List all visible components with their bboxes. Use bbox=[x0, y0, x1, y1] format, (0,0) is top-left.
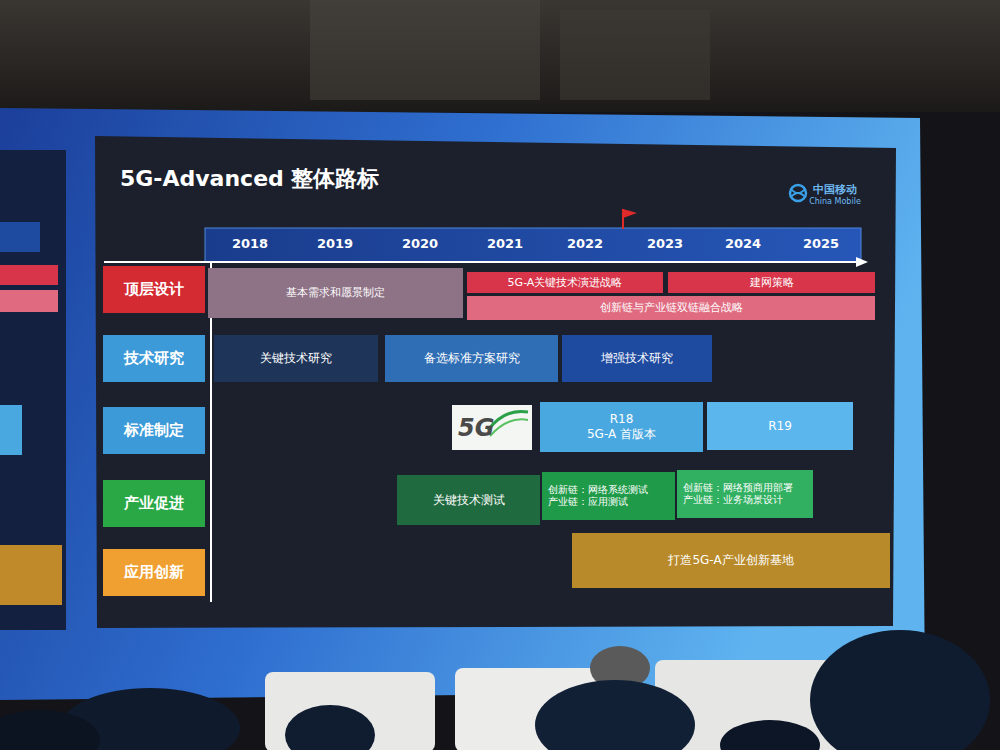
node-text: 产业链：业务场景设计 bbox=[683, 494, 783, 507]
node-text: 5G-A关键技术演进战略 bbox=[508, 276, 623, 290]
ceiling bbox=[0, 0, 1000, 112]
logo-text: China Mobile bbox=[809, 197, 861, 206]
release-bar: R19 bbox=[707, 402, 853, 450]
node-text: 创新链与产业链双链融合战略 bbox=[600, 301, 743, 315]
node-text: 增强技术研究 bbox=[601, 351, 673, 366]
node-text: 建网策略 bbox=[750, 276, 794, 290]
node-text: 顶层设计 bbox=[124, 280, 184, 299]
phase-bar: 关键技术测试 bbox=[397, 475, 540, 525]
slide-title: 5G-Advanced 整体路标 bbox=[120, 164, 380, 194]
timeline-bar bbox=[205, 228, 861, 262]
release-bar: R185G-A 首版本 bbox=[540, 402, 703, 452]
wall-panel bbox=[310, 0, 540, 100]
audience-head bbox=[285, 705, 375, 750]
node-text: 基本需求和愿景制定 bbox=[286, 286, 385, 300]
year-label: 2024 bbox=[725, 236, 761, 251]
phase-bar: 5G-A关键技术演进战略 bbox=[467, 272, 663, 293]
row-header: 顶层设计 bbox=[103, 266, 205, 313]
node-text: 关键技术研究 bbox=[260, 351, 332, 366]
side-bar bbox=[0, 265, 58, 285]
slide-panel bbox=[95, 136, 896, 628]
node-text: 标准制定 bbox=[124, 421, 184, 440]
logo-icon bbox=[791, 189, 805, 197]
node-text: R18 bbox=[610, 412, 634, 427]
side-bar bbox=[0, 545, 62, 605]
phase-bar: 创新链：网络系统测试产业链：应用测试 bbox=[542, 472, 675, 520]
node-text: 技术研究 bbox=[124, 349, 184, 368]
node-text: 应用创新 bbox=[124, 563, 184, 582]
phase-bar: 基本需求和愿景制定 bbox=[208, 268, 463, 318]
phase-bar: 增强技术研究 bbox=[562, 335, 712, 382]
node-text: 产业促进 bbox=[124, 494, 184, 513]
audience-head bbox=[0, 710, 100, 750]
logo-swoosh bbox=[490, 419, 528, 436]
logo-text: 中国移动 bbox=[813, 182, 857, 197]
time-axis bbox=[104, 261, 858, 263]
node-text: 创新链：网络系统测试 bbox=[548, 484, 648, 497]
row-header: 应用创新 bbox=[103, 549, 205, 596]
phase-bar: 打造5G-A产业创新基地 bbox=[572, 533, 890, 588]
row-header: 标准制定 bbox=[103, 407, 205, 454]
logo-box: 5G bbox=[452, 405, 532, 450]
audience-head bbox=[810, 630, 990, 750]
phase-bar: 创新链：网络预商用部署产业链：业务场景设计 bbox=[677, 470, 813, 518]
year-label: 2025 bbox=[803, 236, 839, 251]
phase-bar: 关键技术研究 bbox=[214, 335, 378, 382]
node-text: 5G bbox=[458, 413, 494, 443]
node-text: 打造5G-A产业创新基地 bbox=[668, 553, 793, 568]
node-text: 产业链：应用测试 bbox=[548, 496, 628, 509]
wall-panel bbox=[560, 10, 710, 100]
audience-head bbox=[720, 720, 820, 750]
node-text: 创新链：网络预商用部署 bbox=[683, 482, 793, 495]
year-label: 2018 bbox=[232, 236, 268, 251]
logo-plate bbox=[452, 405, 532, 450]
node-text: 备选标准方案研究 bbox=[424, 351, 520, 366]
row-header: 产业促进 bbox=[103, 480, 205, 527]
side-slide bbox=[0, 150, 66, 630]
side-bar bbox=[0, 290, 58, 312]
phase-bar: 建网策略 bbox=[668, 272, 875, 293]
audience-head bbox=[535, 680, 695, 750]
year-label: 2021 bbox=[487, 236, 523, 251]
phase-bar: 备选标准方案研究 bbox=[385, 335, 558, 382]
year-label: 2023 bbox=[647, 236, 683, 251]
year-label: 2020 bbox=[402, 236, 438, 251]
node-text: R19 bbox=[768, 419, 792, 434]
node-text: 关键技术测试 bbox=[433, 493, 505, 508]
screen bbox=[0, 108, 925, 700]
logo-icon bbox=[790, 185, 806, 201]
side-bar bbox=[0, 222, 40, 252]
flag bbox=[623, 209, 637, 218]
phase-bar: 创新链与产业链双链融合战略 bbox=[467, 296, 875, 320]
year-label: 2022 bbox=[567, 236, 603, 251]
arrow-head bbox=[856, 257, 868, 267]
side-bar bbox=[0, 405, 22, 455]
row-header: 技术研究 bbox=[103, 335, 205, 382]
node-text: 5G-A 首版本 bbox=[587, 427, 656, 442]
year-label: 2019 bbox=[317, 236, 353, 251]
